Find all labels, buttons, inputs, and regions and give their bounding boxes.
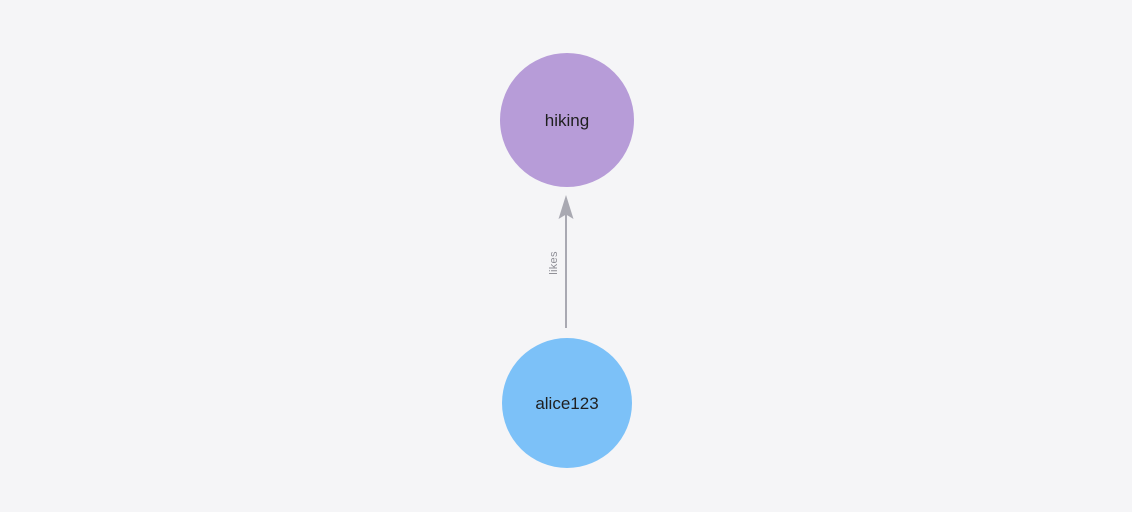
graph-node-hiking[interactable]: hiking [500,53,634,187]
edge-label-likes: likes [548,251,560,275]
graph-node-alice123[interactable]: alice123 [502,338,632,468]
arrowhead-icon [558,195,574,219]
edge-alice123-likes-hiking[interactable] [558,195,574,328]
node-label: hiking [544,110,590,130]
node-label: alice123 [535,393,599,413]
